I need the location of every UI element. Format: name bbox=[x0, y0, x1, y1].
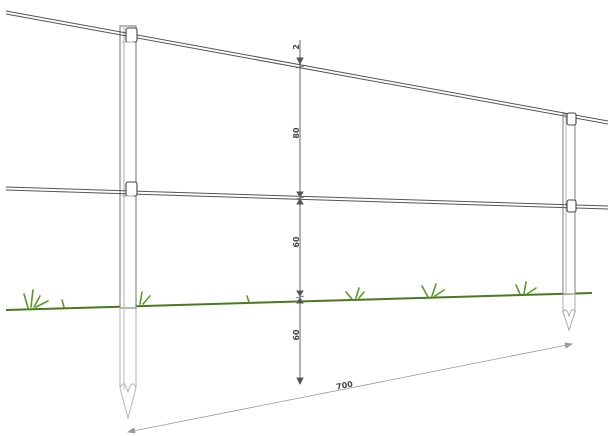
dim-label-middle: 60 bbox=[292, 236, 301, 248]
left-post-buried bbox=[119, 308, 137, 421]
insulators bbox=[125, 27, 577, 213]
upper-wire bbox=[5, 10, 608, 125]
insulator-left-bottom bbox=[125, 181, 138, 197]
vertical-dimension bbox=[295, 40, 305, 386]
dim-label-upper: 80 bbox=[292, 127, 301, 139]
insulator-left-top bbox=[125, 27, 138, 43]
right-post-buried bbox=[562, 294, 576, 332]
dim-label-spacing: 700 bbox=[335, 379, 354, 391]
insulator-right-top bbox=[566, 112, 577, 126]
insulator-right-bottom bbox=[566, 199, 577, 213]
lower-wire bbox=[5, 186, 608, 210]
left-post bbox=[119, 25, 137, 309]
dim-label-top: 2 bbox=[292, 44, 301, 50]
post-spacing-dimension bbox=[126, 342, 574, 434]
dim-label-buried: 60 bbox=[292, 329, 301, 341]
grass-tufts bbox=[23, 281, 537, 309]
